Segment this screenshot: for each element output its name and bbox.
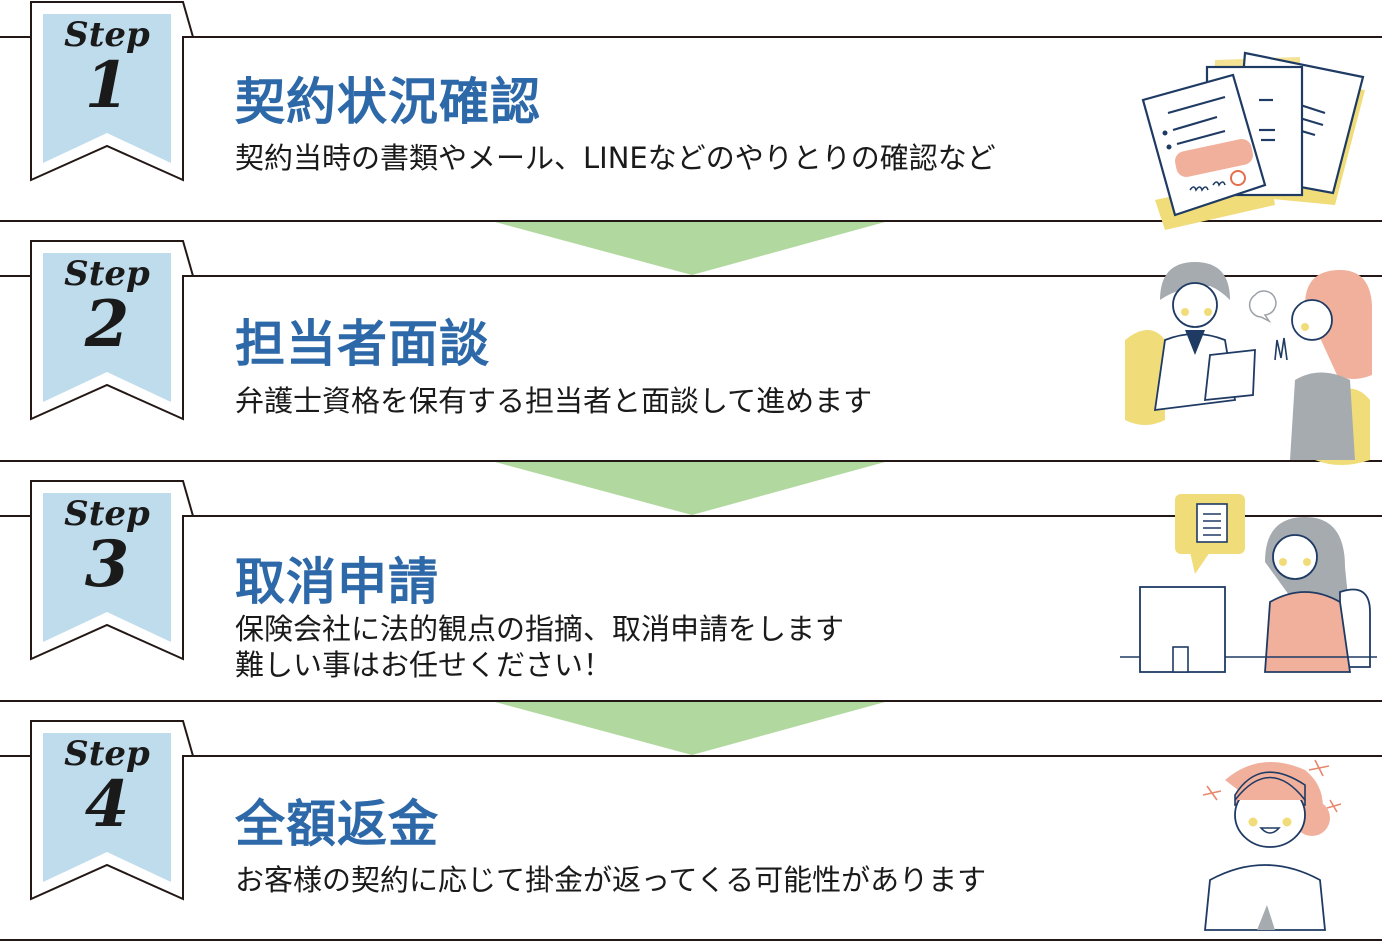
description-line: 弁護士資格を保有する担当者と面談して進めます [235,384,873,418]
step-title: 取消申請 [235,553,439,611]
documents-icon [1141,51,1365,230]
down-arrow-icon [495,702,885,755]
ribbon-banner-icon [30,240,195,421]
step-label: Step [64,254,150,294]
step-3: Step 3 取消申請 保険会社に法的観点の指摘、取消申請をします 難しい事はお… [0,480,1382,700]
step-title: 契約状況確認 [235,73,541,131]
down-arrow-icon [495,462,885,515]
ribbon-banner-icon [30,1,195,182]
step-number: 3 [84,527,130,602]
step-title: 全額返金 [235,795,439,853]
divider-line [0,700,1382,702]
step-badge: Step 3 [30,480,195,661]
divider-line [0,460,1382,462]
step-label: Step [64,494,150,534]
divider-line [0,220,1382,222]
step-description: 保険会社に法的観点の指摘、取消申請をします 難しい事はお任せください！ [235,611,844,683]
description-line: 難しい事はお任せください！ [235,648,613,682]
step-description: 弁護士資格を保有する担当者と面談して進めます [235,383,872,419]
step-header-line [0,36,1382,38]
step-number: 1 [84,48,130,123]
step-4: Step 4 全額返金 お客様の契約に応じて掛金が返ってくる可能性があります [0,720,1382,940]
down-arrow-icon [495,222,885,275]
step-badge: Step 2 [30,240,195,421]
step-2: Step 2 担当者面談 弁護士資格を保有する担当者と面談して進めます [0,240,1382,465]
step-label: Step [64,15,150,55]
step-badge: Step 4 [30,720,195,901]
consultation-meeting-icon [1125,262,1372,465]
step-label: Step [64,734,150,774]
step-number: 4 [84,767,130,842]
divider-line [0,939,1382,941]
ribbon-banner-icon [30,480,195,661]
step-description: 契約当時の書類やメール、LINEなどのやりとりの確認など [235,140,996,176]
description-line: 保険会社に法的観点の指摘、取消申請をします [235,612,845,646]
step-description: お客様の契約に応じて掛金が返ってくる可能性があります [235,862,986,898]
step-header-line [0,275,1382,277]
happy-woman-icon [1202,759,1342,931]
woman-at-computer-icon [1120,494,1377,673]
step-number: 2 [84,287,130,362]
step-title: 担当者面談 [235,315,490,373]
step-header-line [0,755,1382,757]
step-header-line [0,515,1382,517]
ribbon-banner-icon [30,720,195,901]
description-line: お客様の契約に応じて掛金が返ってくる可能性があります [235,863,987,897]
step-1: Step 1 契約状況確認 契約当時の書類やメール、LINEなどのやりとりの確認… [0,0,1382,230]
step-badge: Step 1 [30,1,195,182]
description-line: 契約当時の書類やメール、LINEなどのやりとりの確認など [235,141,996,175]
